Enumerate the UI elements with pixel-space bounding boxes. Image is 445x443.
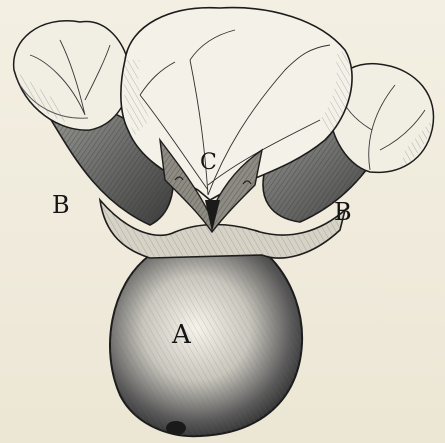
label-a: A bbox=[172, 322, 191, 348]
label-c: C bbox=[200, 152, 217, 174]
label-b-right: B bbox=[334, 200, 352, 224]
label-b-left: B bbox=[52, 193, 70, 217]
ovary-bulb bbox=[110, 250, 302, 436]
left-petal bbox=[14, 21, 131, 130]
ovary-tip bbox=[166, 421, 186, 435]
